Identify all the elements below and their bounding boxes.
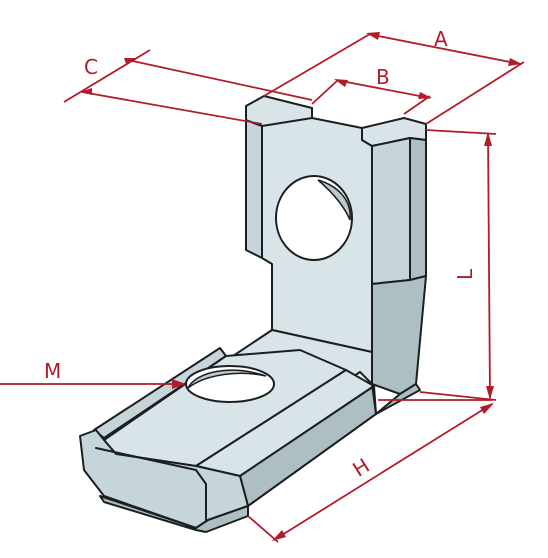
label-m: M — [44, 359, 61, 383]
label-h: H — [348, 453, 373, 481]
right-rib-side — [409, 137, 427, 281]
dimension-c: C — [63, 49, 313, 125]
label-b: B — [376, 65, 390, 89]
bracket-body — [79, 95, 427, 533]
base-front-chamfer-line — [95, 447, 207, 521]
vertical-plate-left-side — [245, 119, 263, 259]
vertical-plate-right-side — [371, 275, 427, 395]
dimension-h: H — [247, 399, 494, 543]
dimension-b: B — [311, 65, 432, 115]
right-rib-front — [371, 137, 411, 285]
vertical-hole — [275, 175, 353, 261]
base-underside — [247, 383, 421, 507]
dimension-a: A — [263, 27, 525, 125]
label-l: L — [453, 268, 477, 280]
vertical-plate-lower-edge — [371, 383, 377, 415]
label-c: C — [84, 55, 98, 79]
base-hole — [185, 365, 275, 403]
dimension-m: M — [0, 359, 186, 389]
label-a: A — [434, 27, 448, 51]
dimension-l: L — [419, 129, 497, 401]
